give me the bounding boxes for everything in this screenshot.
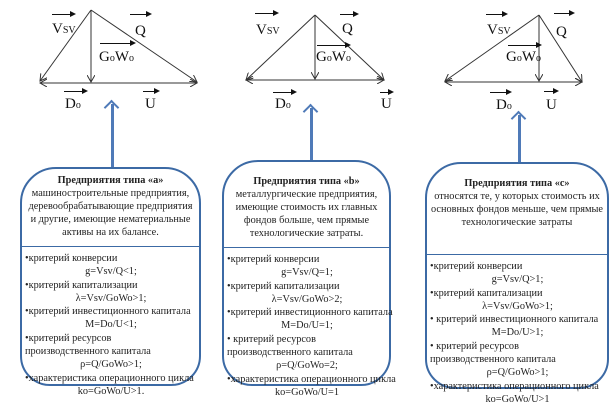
label-q-b: Q — [342, 21, 353, 37]
criterion-formula: ρ=Q/GoWo>1; — [486, 367, 549, 379]
box-description-a: машиностроительные предприятия, деревооб… — [28, 188, 193, 238]
box-description-c: относятся те, у которых стоимость их осн… — [431, 191, 603, 228]
criterion-formula: ko=GoWo/U>1. — [77, 385, 145, 397]
criterion-label: •критерий капитализации — [430, 287, 543, 299]
vector-bar-q-a — [130, 10, 152, 18]
criterion-formula: M=Do/U<1; — [85, 319, 137, 331]
label-u-c: U — [546, 97, 557, 113]
connector-arrow-b — [310, 108, 313, 161]
box-title-b: Предприятия типа «b» — [253, 176, 360, 187]
vector-bar-gowo-b — [317, 41, 351, 49]
vector-bar-vsv-b — [255, 9, 279, 17]
criterion-label: •критерий инвестиционного капитала — [227, 307, 393, 319]
vector-bar-u-b — [380, 88, 394, 96]
q-vector-a — [90, 9, 197, 82]
box-header-c: Предприятия типа «с» относятся те, у кот… — [427, 164, 607, 255]
vector-bar-do-c — [490, 88, 512, 96]
box-header-a: Предприятия типа «а» машиностроительные … — [22, 169, 199, 247]
criterion-label: •характеристика операционного цикла — [227, 373, 396, 385]
label-gowo-b: GoWo — [316, 49, 352, 65]
vector-bar-gowo-a — [100, 39, 136, 47]
criterion-formula: g=Vsv/Q<1; — [85, 266, 137, 278]
enterprise-box-b: Предприятия типа «b» металлургические пр… — [222, 160, 396, 398]
criterion-label: •критерий конверсии — [430, 261, 523, 272]
label-q-c: Q — [556, 24, 567, 40]
vector-bar-vsv-c — [486, 10, 508, 18]
vector-bar-do-a — [64, 87, 88, 95]
criterion-formula: λ=Vsv/GoWo>1; — [75, 292, 147, 304]
vsv-vector-c — [445, 14, 540, 81]
q-vector-c — [538, 14, 582, 82]
vector-bar-gowo-c — [508, 41, 542, 49]
criterion-label: •характеристика операционного цикла — [430, 380, 599, 392]
criterion-label: •критерий ресурсов производственного кап… — [25, 332, 151, 358]
label-vsv-c: VSV — [487, 22, 511, 38]
vector-bar-vsv-a — [52, 10, 76, 18]
box-title-a: Предприятия типа «а» — [57, 175, 164, 186]
label-u-b: U — [381, 96, 392, 112]
label-q-a: Q — [135, 23, 146, 39]
criterion-formula: g=Vsv/Q=1; — [281, 267, 333, 279]
criterion-label: •характеристика операционного цикла — [25, 372, 194, 384]
label-do-c: Do — [496, 97, 512, 113]
criterion-label: •критерий конверсии — [25, 253, 118, 264]
label-u-a: U — [145, 96, 156, 112]
label-gowo-c: GoWo — [506, 49, 542, 65]
label-do-a: Do — [65, 96, 81, 112]
criterion-label: •критерий капитализации — [25, 279, 138, 291]
criterion-label: •критерий конверсии — [227, 254, 320, 265]
enterprise-box-a: Предприятия типа «а» машиностроительные … — [20, 167, 201, 397]
criterion-formula: ρ=Q/GoWo>1; — [80, 359, 142, 371]
vsv-vector-a — [40, 9, 92, 81]
label-vsv-b: VSV — [256, 22, 280, 38]
criteria-list-c: •критерий конверсии g=Vsv/Q>1; •критерий… — [427, 255, 607, 406]
criterion-formula: ρ=Q/GoWo=2; — [276, 360, 338, 372]
criterion-formula: g=Vsv/Q>1; — [491, 274, 544, 286]
box-header-b: Предприятия типа «b» металлургические пр… — [224, 162, 389, 248]
label-gowo-a: GoWo — [99, 49, 135, 65]
criterion-label: • критерий инвестиционного капитала — [430, 314, 599, 326]
criterion-label: •критерий капитализации — [227, 280, 340, 292]
criterion-label: • критерий ресурсов производственного ка… — [227, 333, 353, 359]
box-title-c: Предприятия типа «с» — [464, 178, 570, 189]
connector-arrow-a — [111, 104, 114, 168]
box-description-b: металлургические предприятия, имеющие ст… — [235, 189, 378, 239]
label-vsv-a: VSV — [52, 21, 76, 37]
vsv-vector-b — [246, 14, 316, 80]
enterprise-box-c: Предприятия типа «с» относятся те, у кот… — [425, 162, 609, 405]
criterion-formula: M=Do/U=1; — [281, 320, 333, 332]
criterion-formula: ko=GoWo/U>1 — [485, 393, 550, 405]
criterion-label: • критерий ресурсов производственного ка… — [430, 340, 556, 366]
vector-bar-q-c — [554, 9, 575, 17]
criterion-label: •критерий инвестиционного капитала — [25, 306, 191, 318]
connector-arrow-c — [518, 115, 521, 163]
label-do-b: Do — [275, 96, 291, 112]
vector-bar-u-a — [143, 87, 160, 95]
criterion-formula: λ=Vsv/GoWo>2; — [271, 293, 343, 305]
criteria-list-b: •критерий конверсии g=Vsv/Q=1; •критерий… — [224, 248, 396, 399]
criterion-formula: λ=Vsv/GoWo>1; — [482, 300, 553, 312]
criteria-list-a: •критерий конверсии g=Vsv/Q<1; •критерий… — [22, 247, 199, 398]
vector-bar-q-b — [340, 10, 359, 18]
vector-bar-u-c — [544, 87, 559, 95]
criterion-formula: M=Do/U>1; — [491, 327, 544, 339]
vector-bar-do-b — [273, 88, 297, 96]
criterion-formula: ko=GoWo/U=1 — [275, 386, 339, 398]
